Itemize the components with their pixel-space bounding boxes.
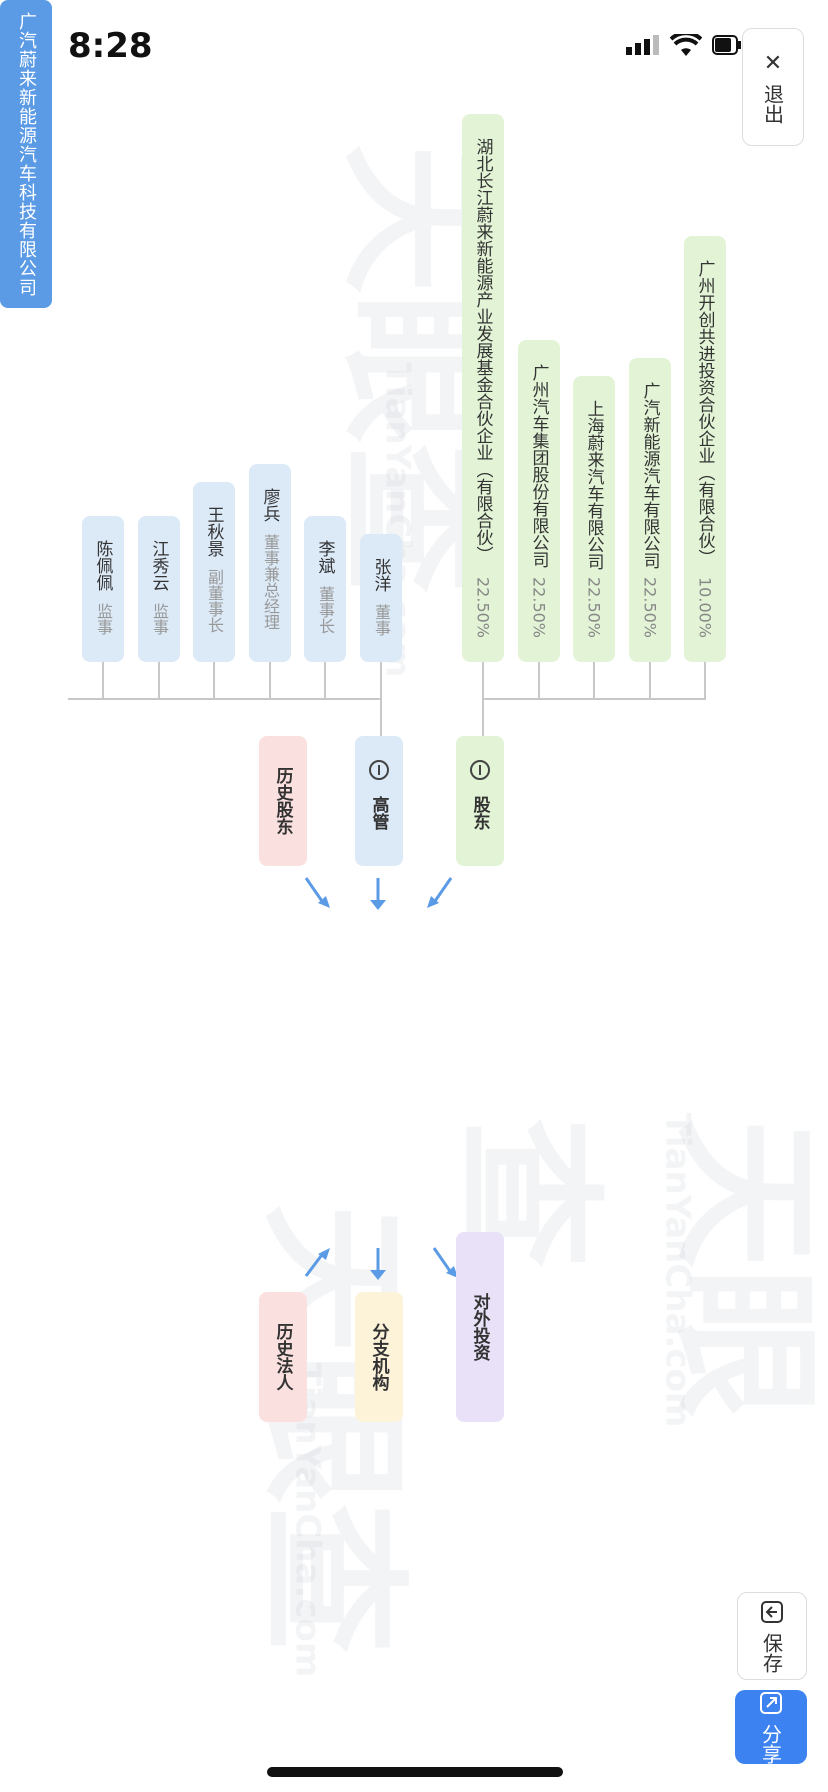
executive-name: 李斌 xyxy=(314,540,335,574)
executives-node[interactable]: 高管 xyxy=(355,736,403,866)
close-icon: ✕ xyxy=(760,50,786,76)
executive-card[interactable]: 陈佩佩 监事 xyxy=(82,516,124,662)
executives-node-label: 高管 xyxy=(368,796,389,830)
connector-line xyxy=(538,662,540,698)
connector-line xyxy=(68,698,380,700)
arrow-icon xyxy=(304,877,330,908)
connector-line xyxy=(482,698,706,700)
connector-line xyxy=(158,662,160,698)
connector-line xyxy=(269,662,271,698)
status-time: 8:28 xyxy=(68,26,153,66)
shareholder-name: 广汽新能源汽车有限公司 xyxy=(639,382,660,569)
connector-line xyxy=(482,662,484,736)
shareholder-name: 上海蔚来汽车有限公司 xyxy=(583,400,604,570)
executive-name: 张洋 xyxy=(370,558,391,592)
branches-node[interactable]: 分支机构 xyxy=(355,1292,403,1422)
shareholder-pct: 22.50% xyxy=(584,576,604,638)
executive-role: 监事 xyxy=(150,603,169,635)
exit-button[interactable]: ✕ 退出 xyxy=(742,28,804,146)
shareholder-pct: 22.50% xyxy=(473,576,493,638)
collapse-icon[interactable] xyxy=(369,760,389,780)
executive-card[interactable]: 李斌 董事长 xyxy=(304,516,346,662)
executive-role: 董事 xyxy=(372,604,391,636)
connector-line xyxy=(213,662,215,698)
shareholders-node-label: 股东 xyxy=(469,796,490,830)
shareholder-card[interactable]: 广汽新能源汽车有限公司 22.50% xyxy=(629,358,671,662)
share-icon xyxy=(760,1692,782,1714)
watermark-domain: TianYanCha.com xyxy=(657,1112,698,1428)
connector-line xyxy=(704,662,706,698)
arrow-icon xyxy=(304,1248,330,1277)
save-button[interactable]: 保存 xyxy=(737,1592,807,1680)
collapse-icon[interactable] xyxy=(470,760,490,780)
save-icon xyxy=(761,1601,783,1623)
status-icons xyxy=(626,34,742,56)
connector-line xyxy=(324,662,326,698)
connector-line xyxy=(380,662,382,736)
signal-icon xyxy=(626,35,659,55)
history-shareholders-node[interactable]: 历史股东 xyxy=(259,736,307,866)
exit-button-label: 退出 xyxy=(760,83,785,124)
center-company-name: 广汽蔚来新能源汽车科技有限公司 xyxy=(16,11,37,297)
connector-line xyxy=(649,662,651,698)
arrow-icon xyxy=(370,878,386,910)
investments-node[interactable]: 对外投资 xyxy=(456,1232,504,1422)
executive-name: 陈佩佩 xyxy=(92,540,113,591)
connector-line xyxy=(593,662,595,698)
shareholder-card[interactable]: 湖北长江蔚来新能源产业发展基金合伙企业（有限合伙） 22.50% xyxy=(462,114,504,662)
shareholder-name: 广州开创共进投资合伙企业（有限合伙） xyxy=(694,260,715,566)
watermark: 天眼查 xyxy=(244,1203,419,1654)
shareholders-node[interactable]: 股东 xyxy=(456,736,504,866)
history-legal-node-label: 历史法人 xyxy=(272,1323,293,1391)
battery-icon xyxy=(712,35,741,55)
executive-role: 董事兼总经理 xyxy=(261,534,280,630)
center-company-card[interactable]: 广汽蔚来新能源汽车科技有限公司 xyxy=(0,0,52,308)
shareholder-name: 湖北长江蔚来新能源产业发展基金合伙企业（有限合伙） xyxy=(472,138,493,563)
executive-name: 廖兵 xyxy=(259,488,280,522)
shareholder-card[interactable]: 广州开创共进投资合伙企业（有限合伙） 10.00% xyxy=(684,236,726,662)
arrow-icon xyxy=(370,1248,386,1280)
save-button-label: 保存 xyxy=(759,1633,784,1673)
shareholder-card[interactable]: 上海蔚来汽车有限公司 22.50% xyxy=(573,376,615,662)
home-indicator[interactable] xyxy=(267,1767,563,1777)
executive-name: 王秋景 xyxy=(203,506,224,557)
share-button[interactable]: 分享 xyxy=(735,1690,807,1764)
executive-card[interactable]: 张洋 董事 xyxy=(360,534,402,662)
executive-card[interactable]: 王秋景 副董事长 xyxy=(193,482,235,662)
history-shareholders-node-label: 历史股东 xyxy=(272,767,293,835)
branches-node-label: 分支机构 xyxy=(368,1323,389,1391)
arrow-icon xyxy=(432,1247,458,1278)
executive-role: 董事长 xyxy=(316,586,335,634)
shareholder-card[interactable]: 广州汽车集团股份有限公司 22.50% xyxy=(518,340,560,662)
executive-card[interactable]: 江秀云 监事 xyxy=(138,516,180,662)
shareholder-pct: 10.00% xyxy=(695,576,715,638)
history-legal-node[interactable]: 历史法人 xyxy=(259,1292,307,1422)
investments-node-label: 对外投资 xyxy=(469,1293,490,1361)
connector-line xyxy=(102,662,104,698)
shareholder-name: 广州汽车集团股份有限公司 xyxy=(528,364,549,568)
executive-role: 副董事长 xyxy=(205,569,224,633)
wifi-icon xyxy=(670,34,702,56)
executive-card[interactable]: 廖兵 董事兼总经理 xyxy=(249,464,291,662)
share-button-label: 分享 xyxy=(758,1724,783,1764)
arrow-icon xyxy=(427,877,453,908)
shareholder-pct: 22.50% xyxy=(640,576,660,638)
executive-role: 监事 xyxy=(94,603,113,635)
executive-name: 江秀云 xyxy=(148,540,169,591)
shareholder-pct: 22.50% xyxy=(529,576,549,638)
